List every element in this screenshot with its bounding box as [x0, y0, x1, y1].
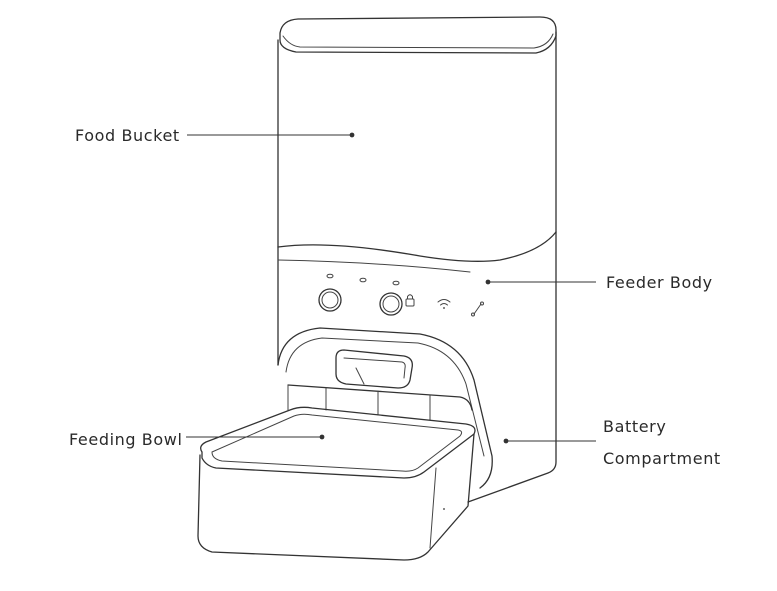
bone-icon: [471, 301, 484, 317]
wifi-icon: [437, 299, 451, 309]
feeder-lid: [279, 16, 557, 54]
label-battery-compartment-line2: Compartment: [603, 449, 721, 468]
label-food-bucket: Food Bucket: [75, 126, 180, 145]
label-battery-compartment-line1: Battery: [603, 417, 667, 436]
label-feeder-body: Feeder Body: [606, 273, 713, 292]
lock-icon: [405, 294, 415, 307]
label-feeding-bowl: Feeding Bowl: [69, 430, 183, 449]
feeding-bowl: [197, 384, 476, 561]
feeder-chute: [277, 327, 493, 489]
food-bucket: [277, 31, 557, 262]
feeder-body: [277, 231, 557, 503]
callout-leaders: [186, 132, 596, 444]
